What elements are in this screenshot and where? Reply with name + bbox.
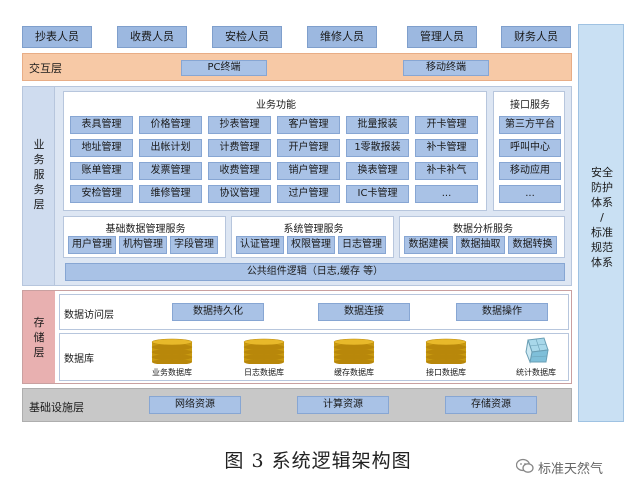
security-column: 安全防护体系/标准规范体系: [578, 24, 624, 422]
data-access-panel: 数据访问层 数据持久化 数据连接 数据操作: [59, 294, 569, 330]
role-box: 收费人员: [117, 26, 187, 48]
data-analysis-panel: 数据分析服务 数据建模数据抽取数据转换: [399, 216, 565, 258]
watermark-text: 标准天然气: [538, 462, 604, 477]
business-function-item: 计费管理: [208, 139, 271, 157]
business-functions-title: 业务功能: [256, 100, 296, 111]
database-icon: [242, 336, 286, 365]
business-function-item: 补卡管理: [415, 139, 478, 157]
interaction-layer: 交互层 PC终端 移动终端: [22, 53, 572, 81]
business-function-item: 客户管理: [277, 116, 340, 134]
database-item: 日志数据库: [234, 334, 294, 380]
service-item: 认证管理: [236, 236, 284, 254]
database-item: 统计数据库: [506, 334, 566, 380]
database-item: 接口数据库: [416, 334, 476, 380]
security-label: 安全防护体系/标准规范体系: [591, 166, 613, 269]
service-item: 数据抽取: [456, 236, 505, 254]
storage-layer-label: 存储层: [33, 316, 45, 359]
business-function-item: 换表管理: [346, 162, 409, 180]
basic-data-title: 基础数据管理服务: [105, 224, 186, 235]
role-box: 财务人员: [501, 26, 571, 48]
business-function-item: 账单管理: [70, 162, 133, 180]
database-item: 缓存数据库: [324, 334, 384, 380]
business-function-item: 发票管理: [139, 162, 202, 180]
business-functions-panel: 业务功能 表具管理价格管理抄表管理客户管理批量报装开卡管理地址管理出帐计划计费管…: [63, 91, 487, 211]
business-function-item: 价格管理: [139, 116, 202, 134]
business-function-item: 收费管理: [208, 162, 271, 180]
business-function-item: 维修管理: [139, 185, 202, 203]
service-item: 机构管理: [119, 236, 167, 254]
business-function-item: 协议管理: [208, 185, 271, 203]
wechat-icon: [515, 458, 534, 474]
database-icon: [150, 336, 194, 365]
database-panel: 数据库 业务数据库 日志数据库 缓存数据库 接口数据库 统计数据库: [59, 333, 569, 381]
interface-services-title: 接口服务: [510, 100, 550, 111]
service-item: 数据转换: [508, 236, 557, 254]
interaction-layer-label: 交互层: [29, 62, 62, 75]
business-function-item: 地址管理: [70, 139, 133, 157]
business-function-item: 批量报装: [346, 116, 409, 134]
service-item: 用户管理: [68, 236, 116, 254]
business-layer-side: [23, 87, 55, 285]
role-box: 管理人员: [407, 26, 477, 48]
database-label: 缓存数据库: [334, 368, 374, 377]
database-label: 业务数据库: [152, 368, 192, 377]
storage-layer: 存储层 数据访问层 数据持久化 数据连接 数据操作 数据库 业务数据库 日志数据库 缓存…: [22, 290, 572, 384]
role-box: 维修人员: [307, 26, 377, 48]
system-mgmt-title: 系统管理服务: [283, 224, 344, 235]
figure-caption: 图 3 系统逻辑架构图: [224, 450, 412, 472]
public-component-bar: 公共组件逻辑（日志,缓存 等）: [65, 263, 565, 281]
cube-icon: [514, 336, 558, 364]
basic-data-panel: 基础数据管理服务 用户管理机构管理字段管理: [63, 216, 226, 258]
data-access-item: 数据连接: [318, 303, 410, 321]
infrastructure-layer: 基础设施层 网络资源 计算资源 存储资源: [22, 388, 572, 422]
database-label: 接口数据库: [426, 368, 466, 377]
data-access-item: 数据持久化: [172, 303, 264, 321]
service-item: 权限管理: [287, 236, 335, 254]
service-item: 日志管理: [338, 236, 386, 254]
interface-services-panel: 接口服务 第三方平台呼叫中心移动应用...: [493, 91, 565, 211]
business-function-item: 过户管理: [277, 185, 340, 203]
role-box: 安检人员: [212, 26, 282, 48]
business-function-item: 1零散报装: [346, 139, 409, 157]
business-layer-label: 业务服务层: [33, 138, 45, 211]
interface-service-item: 呼叫中心: [499, 139, 561, 157]
database-label: 数据库: [64, 354, 94, 365]
storage-layer-side: [23, 291, 55, 383]
mobile-terminal: 移动终端: [403, 60, 489, 76]
infrastructure-item: 网络资源: [149, 396, 241, 414]
data-analysis-title: 数据分析服务: [453, 224, 513, 235]
business-function-item: IC卡管理: [346, 185, 409, 203]
database-icon: [424, 336, 468, 365]
business-function-item: 出帐计划: [139, 139, 202, 157]
pc-terminal: PC终端: [181, 60, 267, 76]
database-item: 业务数据库: [142, 334, 202, 380]
infrastructure-layer-label: 基础设施层: [29, 401, 84, 414]
business-function-item: 销户管理: [277, 162, 340, 180]
service-item: 数据建模: [404, 236, 453, 254]
data-access-item: 数据操作: [456, 303, 548, 321]
data-access-label: 数据访问层: [64, 310, 114, 321]
business-service-layer: 业务服务层 业务功能 表具管理价格管理抄表管理客户管理批量报装开卡管理地址管理出…: [22, 86, 572, 286]
interface-service-item: 移动应用: [499, 162, 561, 180]
infrastructure-item: 存储资源: [445, 396, 537, 414]
role-box: 抄表人员: [22, 26, 92, 48]
infrastructure-item: 计算资源: [297, 396, 389, 414]
interface-service-item: 第三方平台: [499, 116, 561, 134]
business-function-item: 安检管理: [70, 185, 133, 203]
database-label: 统计数据库: [516, 368, 556, 377]
watermark: 标准天然气: [515, 456, 626, 478]
business-function-item: 开户管理: [277, 139, 340, 157]
business-function-item: 补卡补气: [415, 162, 478, 180]
database-icon: [332, 336, 376, 365]
database-label: 日志数据库: [244, 368, 284, 377]
service-item: 字段管理: [170, 236, 218, 254]
interface-service-item: ...: [499, 185, 561, 203]
business-function-item: ...: [415, 185, 478, 203]
system-mgmt-panel: 系统管理服务 认证管理权限管理日志管理: [231, 216, 394, 258]
business-function-item: 抄表管理: [208, 116, 271, 134]
business-function-item: 表具管理: [70, 116, 133, 134]
business-function-item: 开卡管理: [415, 116, 478, 134]
